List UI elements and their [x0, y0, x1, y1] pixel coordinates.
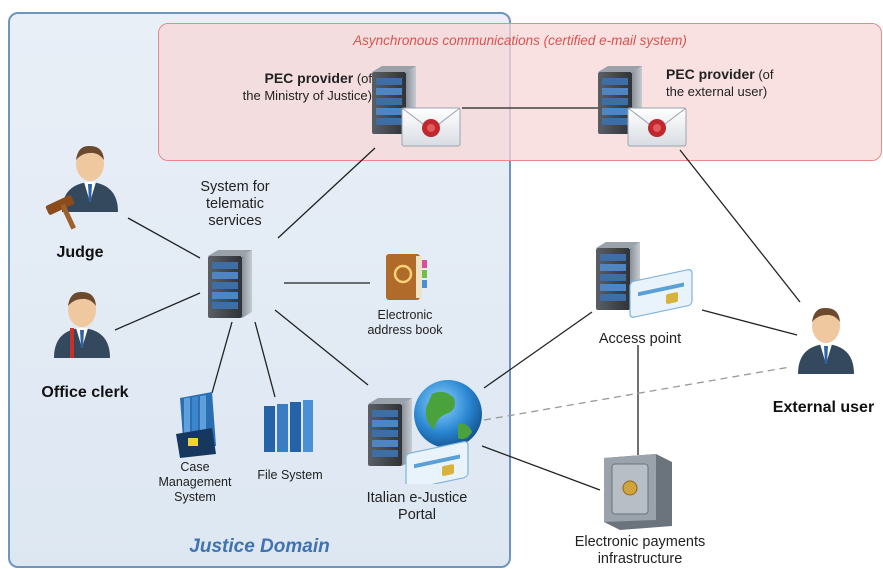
link-clerk-system — [114, 292, 201, 331]
link-pecext-external — [679, 149, 801, 303]
link-portal-payments — [481, 445, 601, 491]
system-telematic-label: System for telematic services — [200, 179, 270, 229]
office-clerk-label: Office clerk — [41, 384, 129, 401]
case-management-label: Case Management System — [158, 460, 232, 504]
address-book-label: Electronic address book — [367, 308, 443, 337]
payments-label: Electronic payments infrastructure — [574, 534, 706, 567]
file-system-label: File System — [257, 468, 323, 482]
access-point-label: Access point — [598, 331, 682, 347]
link-system-files — [254, 321, 276, 398]
link-system-pecmoj — [277, 147, 376, 239]
portal-label: Italian e-Justice Portal — [366, 490, 468, 523]
judge-icon — [45, 145, 118, 230]
pec-provider-moj-icon — [372, 66, 461, 147]
link-system-portal — [274, 309, 369, 386]
link-system-case — [211, 321, 233, 394]
portal-icon — [368, 380, 482, 484]
address-book-icon — [386, 254, 427, 300]
pec-provider-moj-label: PEC provider (of the Ministry of Justice… — [242, 70, 372, 103]
pec-provider-external-label: PEC provider (of the external user) — [666, 66, 774, 99]
system-telematic-server-icon — [208, 250, 252, 318]
external-user-icon — [798, 307, 854, 374]
justice-domain-label: Justice Domain — [189, 536, 330, 557]
link-portal-external-dashed — [483, 366, 791, 421]
case-management-icon — [176, 392, 216, 458]
judge-label: Judge — [56, 244, 104, 261]
link-judge-system — [127, 217, 201, 259]
external-user-label: External user — [772, 399, 875, 416]
access-point-icon — [596, 242, 693, 319]
payments-safe-icon — [604, 454, 672, 530]
async-communications-label: Asynchronous communications (certified e… — [353, 33, 687, 48]
link-access-external — [701, 309, 798, 336]
link-portal-access — [483, 311, 593, 389]
async-communications-region — [158, 23, 882, 161]
file-system-icon — [264, 400, 313, 452]
office-clerk-icon — [54, 291, 110, 358]
